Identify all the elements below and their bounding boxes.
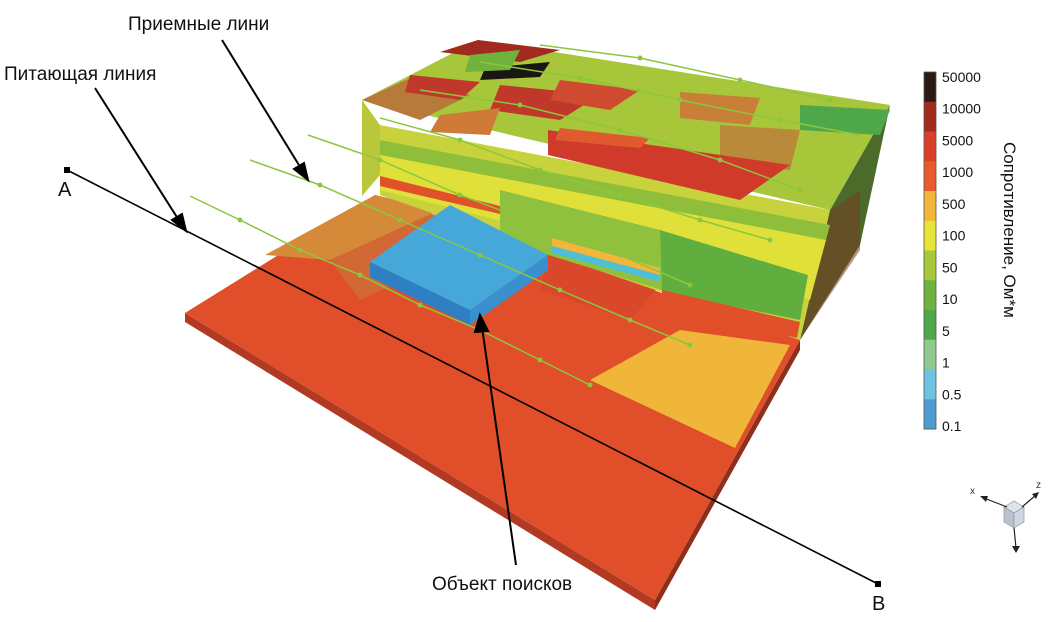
top-cell-black	[480, 62, 550, 80]
receiver-line-1	[189, 195, 591, 386]
colorbar-tick-label: 10000	[942, 101, 981, 117]
colorbar-swatch	[924, 399, 936, 430]
triad-z-label: z	[1036, 480, 1041, 491]
top-cell-red-1	[405, 75, 480, 100]
front-band-red-strip	[380, 176, 500, 214]
feed-line-segment	[66, 169, 879, 585]
colorbar-title: Сопротивление, Ом*м	[1000, 142, 1019, 318]
colorbar-tick-label: 0.1	[942, 418, 962, 434]
colorbar-swatch	[924, 220, 936, 251]
target-object-top	[370, 205, 548, 310]
top-cell-green-1	[800, 105, 890, 135]
receiver-points	[237, 55, 833, 388]
receiver-line-4	[379, 117, 771, 241]
base-slab-front-edge	[185, 313, 655, 610]
colorbar-swatch	[924, 310, 936, 341]
colorbar-swatch	[924, 280, 936, 311]
colorbar-swatch	[924, 161, 936, 192]
target-label: Объект поисков	[432, 574, 572, 595]
colorbar-swatch	[924, 250, 936, 281]
point-b-label: B	[872, 593, 885, 615]
front-band-green-3	[660, 230, 808, 320]
colorbar-ticks: 50000 10000 5000 1000 500 100 50 10 5 1 0.5 0.1	[942, 69, 981, 434]
target-object	[370, 205, 548, 325]
colorbar-tick-label: 50000	[942, 69, 981, 85]
point-a-label: A	[58, 179, 72, 201]
target-object-right	[470, 255, 548, 325]
colorbar-tick-label: 50	[942, 259, 958, 275]
colorbar-swatch	[924, 339, 936, 370]
point-a-marker	[64, 167, 70, 173]
front-band-lightblue-2	[552, 246, 660, 282]
receive-lines-arrow	[221, 39, 303, 171]
colorbar-tick-label: 500	[942, 196, 966, 212]
point-b-marker	[875, 581, 881, 587]
top-cell-red-band-top	[555, 128, 650, 148]
upper-block-front-face	[362, 100, 380, 196]
colorbar-swatch	[924, 191, 936, 222]
callout-arrows	[94, 39, 517, 566]
axes-triad: x z	[970, 480, 1041, 553]
top-cell-orange-1	[430, 108, 500, 135]
zone-yellow	[590, 330, 790, 448]
colorbar-tick-label: 1	[942, 355, 950, 371]
front-band-lightblue	[552, 238, 660, 275]
colorbar-frame	[923, 71, 937, 430]
colorbar-swatches	[924, 72, 936, 430]
target-object-front	[370, 262, 470, 325]
colorbar-swatch	[924, 131, 936, 162]
colorbar-swatch	[924, 72, 936, 103]
triad-cube-right	[1013, 506, 1025, 529]
base-slab-right-edge	[655, 340, 800, 610]
upper-block-right-face-shade	[800, 190, 860, 340]
target-arrowhead	[473, 312, 490, 334]
colorbar-swatch	[924, 369, 936, 400]
top-cell-darkred	[440, 40, 560, 62]
top-cell-red-3	[550, 80, 640, 110]
zone-orange-left	[265, 195, 440, 260]
colorbar-tick-label: 1000	[942, 164, 973, 180]
feed-line-arrowhead	[170, 212, 188, 234]
colorbar-tick-label: 5000	[942, 132, 973, 148]
front-band-red-strip-2	[662, 290, 800, 338]
colorbar: 50000 10000 5000 1000 500 100 50 10 5 1 0.5 0.1 Соп…	[923, 69, 1019, 434]
feed-line-arrow	[94, 87, 181, 223]
receive-lines-label: Приемные лини	[128, 14, 269, 35]
triad-x-label: x	[970, 486, 975, 497]
colorbar-tick-label: 10	[942, 291, 958, 307]
colorbar-swatch	[924, 101, 936, 132]
colorbar-tick-label: 100	[942, 228, 966, 244]
receiver-line-3	[307, 134, 691, 286]
receiver-line-7	[539, 44, 831, 101]
colorbar-tick-label: 5	[942, 323, 950, 339]
colorbar-tick-label: 0.5	[942, 386, 962, 402]
target-arrow	[481, 326, 517, 566]
feed-line: A B	[58, 167, 885, 615]
zone-red-right	[540, 250, 660, 320]
top-cell-red-band	[548, 130, 790, 200]
feed-line-label: Питающая линия	[4, 64, 156, 85]
receive-lines-arrowhead	[292, 161, 310, 183]
